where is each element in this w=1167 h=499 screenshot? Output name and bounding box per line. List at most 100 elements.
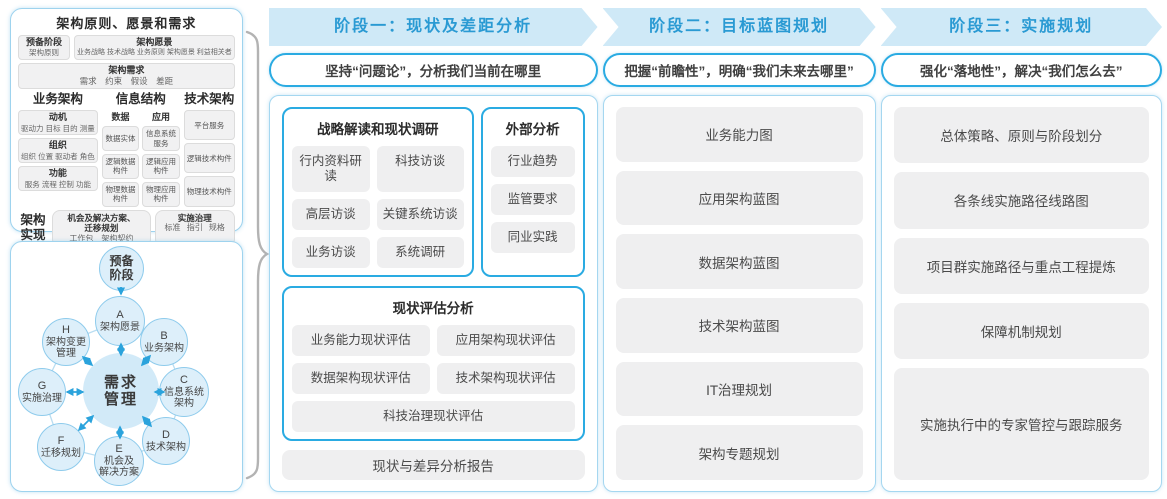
phase-1-slogan: 坚持“问题论”，分析我们当前在哪里 [268, 53, 598, 87]
motivation-box: 动机 驱动力 目标 目的 测量 [18, 110, 98, 136]
node-label: 业务架构 [144, 342, 184, 354]
function-box: 功能 服务 流程 控制 功能 [18, 166, 98, 192]
phase-1-top-row: 战略解读和现状调研 行内资料研读 科技访谈 高层访谈 关键系统访谈 业务访谈 系… [281, 107, 585, 277]
external-analysis-title: 外部分析 [505, 122, 560, 137]
node-label: 信息系统 架构 [164, 386, 204, 410]
node-id: H [62, 324, 70, 337]
research-item: 系统调研 [376, 237, 464, 268]
application-header: 应用 [152, 112, 171, 123]
phase-2-item: 应用架构蓝图 [615, 170, 863, 226]
organization-box: 组织 组织 位置 驱动者 角色 [18, 138, 98, 164]
phase-3-slogan: 强化“落地性”，解决“我们怎么去” [880, 53, 1162, 87]
node-id: D [162, 428, 170, 441]
assessment-title: 现状评估分析 [392, 301, 474, 316]
phase-3-item: 保障机制规划 [893, 302, 1149, 360]
data-item: 数据实体 [101, 126, 140, 152]
function-title: 功能 [48, 168, 67, 179]
technology-architecture-column: 技术架构 平台服务 逻辑技术构件 物理技术构件 [183, 92, 235, 207]
implementation-governance-title: 实施治理 [177, 212, 212, 223]
node-label: 技术架构 [146, 441, 186, 453]
phase-2-item: 数据架构蓝图 [615, 234, 863, 290]
node-id: C [180, 374, 188, 387]
phase-2-slogan: 把握“前瞻性”，明确“我们未来去哪里” [602, 53, 876, 87]
phase-3-item: 总体策略、原则与阶段划分 [893, 107, 1149, 164]
cycle-node-h-architecture-change-management: H 架构变更 管理 [42, 318, 90, 366]
brace-column [243, 8, 269, 492]
research-item: 业务访谈 [291, 237, 370, 268]
node-id: B [160, 329, 168, 342]
organization-sub: 组织 位置 驱动者 角色 [21, 151, 95, 161]
strategy-research-title: 战略解读和现状调研 [316, 122, 439, 137]
motivation-title: 动机 [48, 112, 67, 123]
phase-3-item: 各条线实施路径线路图 [893, 172, 1149, 229]
cycle-node-preparation: 预备 阶段 [99, 246, 144, 291]
data-header: 数据 [111, 112, 130, 123]
external-analysis-stack: 行业趋势 监管要求 同业实践 [490, 146, 575, 253]
assessment-grid: 业务能力现状评估 应用架构现状评估 数据架构现状评估 技术架构现状评估 科技治理… [291, 325, 575, 432]
curly-brace-icon [245, 30, 269, 480]
phase-1-content-panel: 战略解读和现状调研 行内资料研读 科技访谈 高层访谈 关键系统访谈 业务访谈 系… [268, 95, 598, 492]
phase-3-content-panel: 总体策略、原则与阶段划分 各条线实施路径线路图 项目群实施路径与重点工程提炼 保… [880, 95, 1162, 492]
technology-items: 平台服务 逻辑技术构件 物理技术构件 [183, 110, 235, 207]
cycle-node-d-technology-architecture: D 技术架构 [142, 417, 190, 465]
architecture-columns: 业务架构 动机 驱动力 目标 目的 测量 组织 组织 位置 驱动者 角色 功能 … [18, 92, 235, 207]
data-item: 逻辑数据构件 [101, 154, 140, 179]
technology-item: 物理技术构件 [183, 176, 235, 207]
phase-3-header-banner: 阶段三：实施规划 [881, 8, 1162, 46]
application-item: 信息系统服务 [142, 126, 180, 152]
vision-title: 架构愿景 [136, 37, 173, 47]
technology-item: 平台服务 [183, 110, 235, 141]
strategy-research-grid: 行内资料研读 科技访谈 高层访谈 关键系统访谈 业务访谈 系统调研 [291, 146, 464, 268]
research-item: 高层访谈 [291, 199, 370, 230]
cycle-node-g-implementation-governance: G 实施治理 [18, 368, 66, 416]
phase-3-item: 项目群实施路径与重点工程提炼 [893, 237, 1149, 294]
requirements-box: 架构需求 需求 约束 假设 差距 [18, 63, 235, 90]
node-id: A [116, 308, 124, 321]
cycle-node-f-migration-planning: F 迁移规划 [37, 423, 85, 471]
node-label: 迁移规划 [41, 447, 81, 459]
technology-item: 逻辑技术构件 [183, 143, 235, 174]
assessment-item: 应用架构现状评估 [436, 325, 575, 356]
phase-2-content-panel: 业务能力图 应用架构蓝图 数据架构蓝图 技术架构蓝图 IT治理规划 架构专题规划 [602, 95, 876, 492]
panel-title: 架构原则、愿景和需求 [56, 16, 197, 31]
business-architecture-column: 业务架构 动机 驱动力 目标 目的 测量 组织 组织 位置 驱动者 角色 功能 … [18, 92, 98, 206]
adm-cycle-panel: 预备 阶段 需求 管理 A 架构愿景 B 业务架构 C 信息系统 架构 D 技术… [10, 241, 243, 492]
phase-2-item: 架构专题规划 [615, 425, 863, 481]
opportunities-migration-box: 机会及解决方案、 迁移规划 工作包 架构契约 [52, 209, 151, 248]
phase-2-item: IT治理规划 [615, 361, 863, 417]
research-item: 关键系统访谈 [376, 199, 464, 230]
phase-2-item: 技术架构蓝图 [615, 298, 863, 353]
left-column: 架构原则、愿景和需求 预备阶段 架构原则 架构愿景 业务战略 技术战略 业务原则… [10, 8, 243, 492]
phase-3-item: 实施执行中的专家管控与跟踪服务 [893, 368, 1149, 481]
prep-vision-row: 预备阶段 架构原则 架构愿景 业务战略 技术战略 业务原则 架构愿景 利益相关者 [18, 35, 235, 60]
prep-phase-box: 预备阶段 架构原则 [18, 35, 70, 60]
assessment-item: 业务能力现状评估 [291, 325, 430, 356]
information-subcolumns: 数据 数据实体 逻辑数据构件 物理数据构件 应用 信息系统服务 逻辑应用构件 物… [101, 110, 180, 207]
information-structure-column: 信息结构 数据 数据实体 逻辑数据构件 物理数据构件 应用 信息系统服务 逻辑应… [101, 92, 180, 207]
cycle-node-e-opportunities-solutions: E 机会及 解决方案 [94, 436, 144, 486]
research-item: 行内资料研读 [291, 146, 370, 192]
application-subcolumn: 应用 信息系统服务 逻辑应用构件 物理应用构件 [142, 110, 180, 207]
node-label: 架构愿景 [100, 321, 140, 333]
requirements-sub: 需求 约束 假设 差距 [79, 76, 174, 87]
node-label: 架构变更 管理 [46, 336, 86, 360]
cycle-node-c-information-systems-architecture: C 信息系统 架构 [159, 367, 209, 417]
requirements-title: 架构需求 [108, 65, 145, 75]
phase-1-header-banner: 阶段一：现状及差距分析 [269, 8, 598, 46]
assessment-item: 科技治理现状评估 [291, 401, 575, 432]
current-state-assessment-group: 现状评估分析 业务能力现状评估 应用架构现状评估 数据架构现状评估 技术架构现状… [281, 286, 585, 441]
phase-2-item: 业务能力图 [615, 107, 863, 162]
node-label: 机会及 解决方案 [99, 455, 139, 479]
gap-analysis-report-box: 现状与差异分析报告 [281, 450, 585, 480]
data-item: 物理数据构件 [101, 181, 140, 207]
cycle-node-b-business-architecture: B 业务架构 [140, 318, 188, 366]
node-id: G [37, 379, 47, 392]
external-analysis-group: 外部分析 行业趋势 监管要求 同业实践 [480, 107, 585, 277]
vision-sub: 业务战略 技术战略 业务原则 架构愿景 利益相关者 [77, 49, 232, 57]
phases-area: 阶段一：现状及差距分析 坚持“问题论”，分析我们当前在哪里 战略解读和现状调研 … [268, 8, 1162, 492]
external-item: 监管要求 [490, 184, 575, 215]
information-structure-header: 信息结构 [115, 92, 166, 107]
node-id: E [115, 443, 123, 456]
implementation-label: 架构实现 [20, 213, 46, 243]
